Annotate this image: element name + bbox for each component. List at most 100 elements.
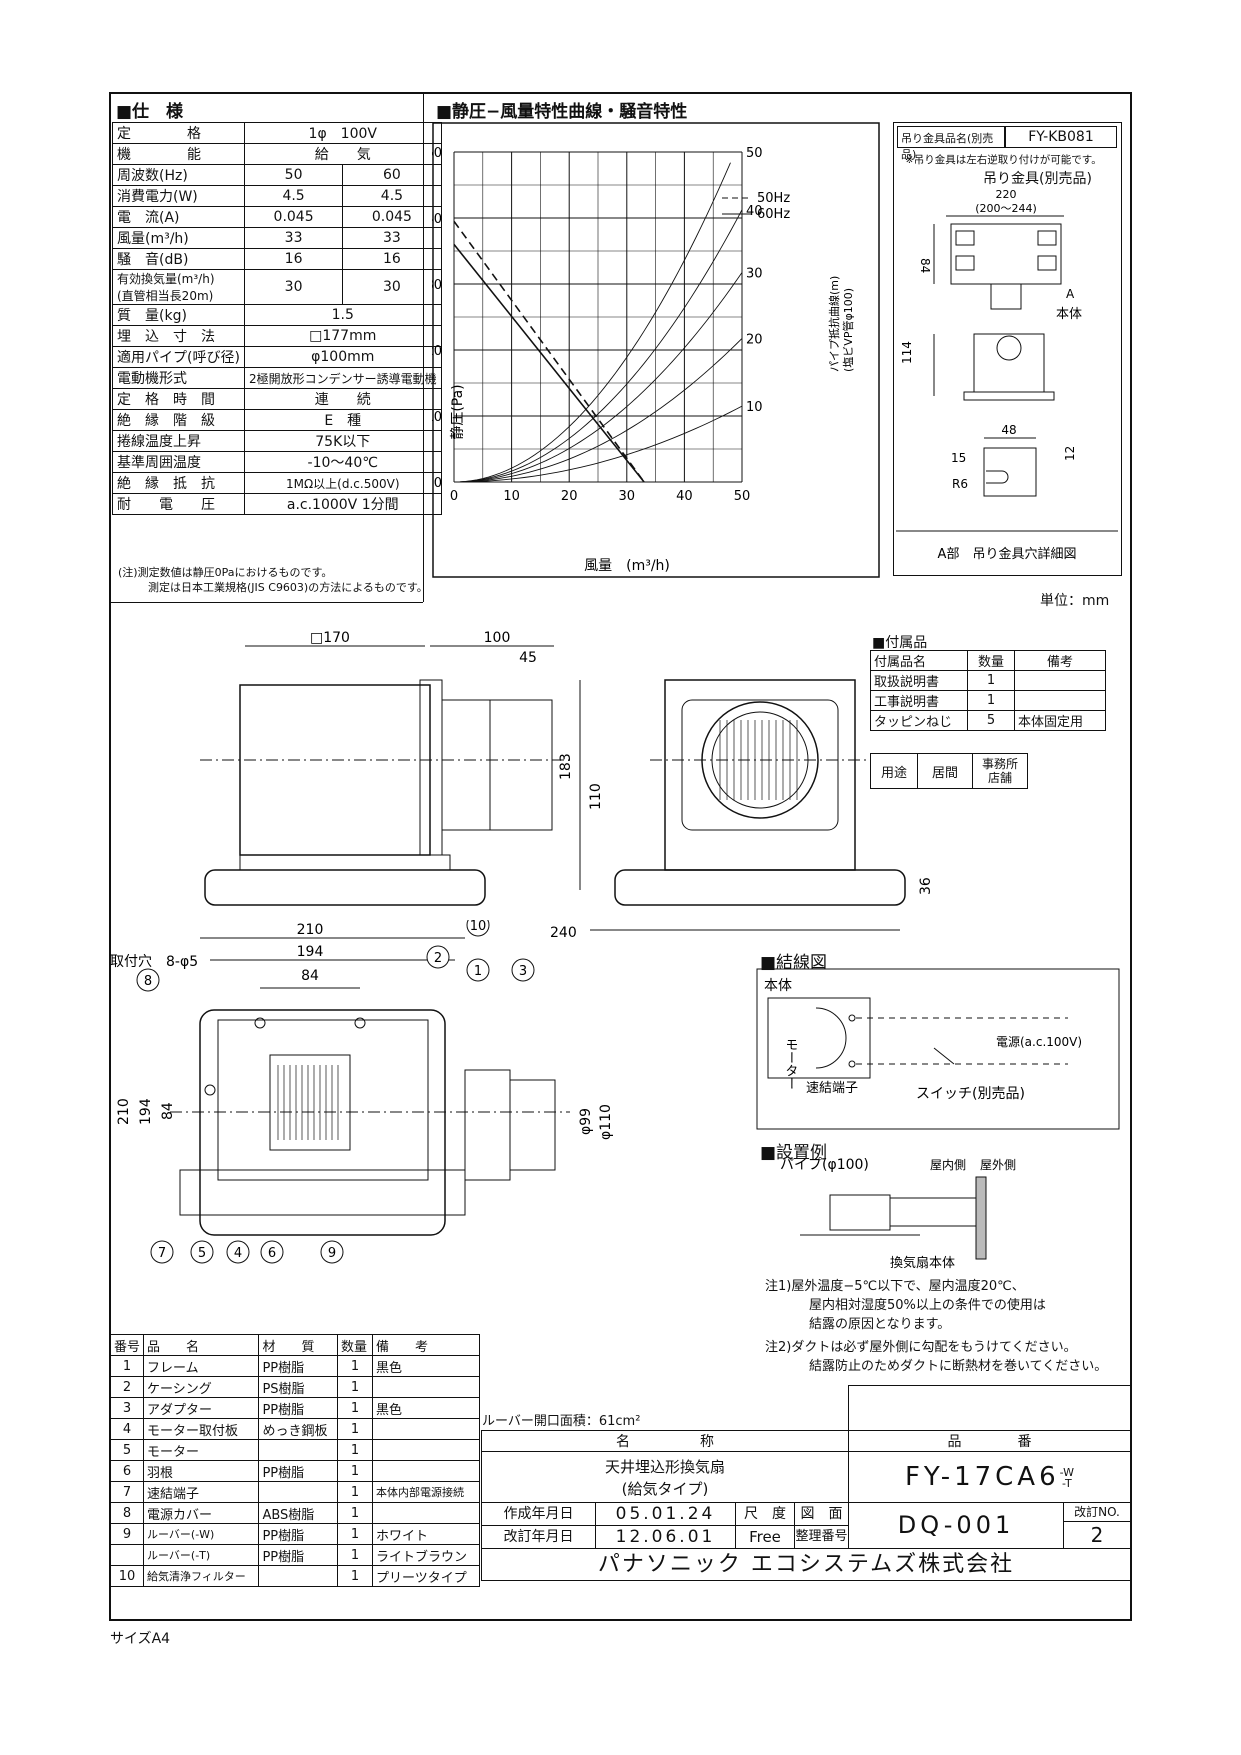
dim-phi110: φ110 [598, 1104, 614, 1140]
series-line-50Hz [453, 220, 645, 483]
product-name: 天井埋込形換気扇 [604, 1458, 725, 1476]
chart-xlabel: 風量 (m³/h) [584, 558, 670, 574]
callout-number: 9 [328, 1246, 336, 1261]
scale-value: Free [735, 1525, 795, 1549]
chart-heading: ■静圧−風量特性曲線・騒音特性 [436, 102, 688, 122]
spec-value-60hz: 33 [342, 227, 442, 249]
parts-cell: 1 [337, 1418, 374, 1440]
parts-cell: 2 [109, 1376, 145, 1398]
spec-label: 電 流(A) [112, 206, 245, 228]
accessories-cell [1014, 690, 1106, 711]
accessories-header: 備考 [1014, 650, 1106, 671]
x-tick-label: 30 [619, 489, 636, 504]
install-note-1a: 注1)屋外温度−5℃以下で、屋内温度20℃、 [765, 1279, 1025, 1294]
pipe-curve [453, 209, 743, 483]
model-variant-t: -T [1062, 1476, 1072, 1490]
pipe-curve [453, 338, 743, 483]
dim-194-top: 194 [297, 944, 324, 960]
scale-label: 尺 度 [735, 1502, 795, 1526]
parts-cell: ケーシング [143, 1376, 260, 1398]
spec-label: 捲線温度上昇 [112, 430, 245, 452]
usage-label: 用途 [870, 753, 918, 789]
install-fan-label: 換気扇本体 [890, 1255, 955, 1271]
spec-note-2: 測定は日本工業規格(JIS C9603)の方法によるものです。 [148, 581, 428, 594]
parts-cell: PS樹脂 [258, 1376, 339, 1398]
spec-label: 騒 音(dB) [112, 248, 245, 270]
parts-cell: 9 [109, 1523, 145, 1545]
dim-84-top: 84 [301, 968, 319, 984]
install-heading: ■設置例 [760, 1143, 828, 1163]
dim-r6: R6 [952, 477, 968, 491]
callout-number: 2 [434, 951, 442, 966]
y-tick-label: 30 [432, 278, 442, 293]
parts-header: 品 名 [143, 1334, 260, 1356]
revision-number: 2 [1063, 1521, 1131, 1549]
parts-cell: 1 [109, 1355, 145, 1377]
spec-row: 埋 込 寸 法□177mm [112, 325, 442, 347]
spec-value-50hz: 16 [243, 248, 344, 270]
hanger-box [893, 122, 1122, 576]
spec-value: a.c.1000V 1分間 [243, 493, 442, 515]
spec-value: 2極開放形コンデンサー誘導電動機 [243, 367, 442, 389]
dim-240: 240 [550, 925, 577, 941]
spec-label: 絶 縁 階 級 [112, 409, 245, 431]
y-tick-label: 0 [434, 476, 442, 491]
spec-label: 適用パイプ(呼び径) [112, 346, 245, 368]
parts-cell: 5 [109, 1439, 145, 1461]
spec-row: 基準周囲温度-10〜40℃ [112, 451, 442, 473]
parts-cell: 1 [337, 1565, 374, 1587]
parts-cell [258, 1439, 339, 1461]
model-variant-w: -W [1059, 1465, 1075, 1479]
usage-table: 用途 居間 事務所店舗 [870, 753, 1028, 789]
accessories-cell: 5 [967, 710, 1015, 731]
spec-heading: ■仕 様 [116, 102, 184, 122]
accessories-cell: 1 [967, 690, 1015, 711]
hanger-caption: A部 吊り金具穴詳細図 [938, 546, 1077, 562]
dim-a: A [1066, 287, 1075, 301]
parts-cell: 1 [337, 1502, 374, 1524]
parts-header: 材 質 [258, 1334, 339, 1356]
callout-number: 7 [158, 1246, 166, 1261]
install-note-1b: 屋内相対湿度50%以上の条件での使用は [809, 1298, 1046, 1313]
parts-cell: PP樹脂 [258, 1355, 339, 1377]
install-outdoor-label: 屋外側 [980, 1158, 1016, 1172]
callout-number: 10 [470, 920, 487, 934]
parts-cell: モーター取付板 [143, 1418, 260, 1440]
parts-cell [372, 1460, 480, 1482]
elevation-views: □170 100 45 183 110 36 240 [200, 630, 934, 941]
spec-label: 電動機形式 [112, 367, 245, 389]
parts-cell [258, 1481, 339, 1503]
plan-view: 210 194 取付穴 8-φ5 84 210 194 84 φ99 φ110 … [110, 920, 614, 1264]
parts-cell: 1 [337, 1397, 374, 1419]
spec-value: 75K以下 [243, 430, 442, 452]
dim-210-top: 210 [297, 922, 324, 938]
spec-row: 定 格 時 間連 続 [112, 388, 442, 410]
parts-cell: PP樹脂 [258, 1460, 339, 1482]
accessories-heading: ■付属品 [872, 635, 928, 651]
hanger-title: 吊り金具(別売品) [983, 171, 1092, 187]
parts-cell [372, 1439, 480, 1461]
parts-cell: 1 [337, 1355, 374, 1377]
spec-label: 絶 縁 抵 抗 [112, 472, 245, 494]
x-tick-label: 0 [450, 489, 458, 504]
spec-right-divider [423, 92, 424, 602]
x-tick-label: 50 [734, 489, 751, 504]
parts-cell: PP樹脂 [258, 1523, 339, 1545]
parts-cell: PP樹脂 [258, 1544, 339, 1566]
dim-phi99: φ99 [578, 1108, 594, 1135]
spec-divider [109, 602, 423, 603]
pipe-curve-label-value: 10 [746, 400, 763, 415]
accessories-cell: 1 [967, 670, 1015, 691]
parts-cell: ルーバー(-T) [143, 1544, 260, 1566]
